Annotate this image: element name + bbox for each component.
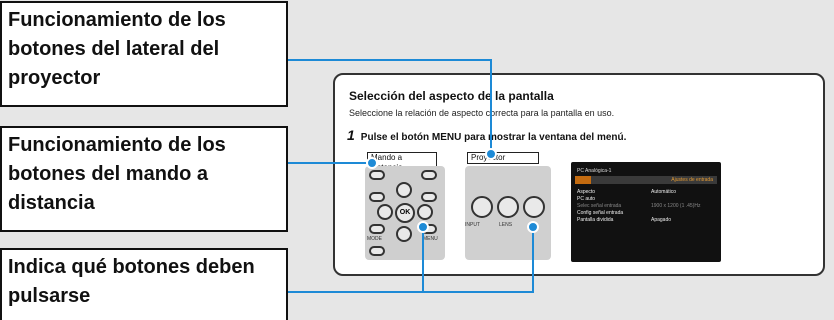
callout-side-buttons: Funcionamiento de los botones del latera… <box>0 1 288 107</box>
input-label: INPUT <box>465 222 480 228</box>
remote-illustration: OK MODE MENU <box>365 166 445 260</box>
connector-line <box>490 59 492 154</box>
connector-line <box>288 291 534 293</box>
menu-row-value: 1900 x 1200 (1 .45)Hz <box>651 203 701 209</box>
remote-button <box>369 246 385 256</box>
step-instruction: 1 Pulse el botón MENU para mostrar la ven… <box>347 127 626 143</box>
step-number: 1 <box>347 127 355 143</box>
input-button <box>471 196 493 218</box>
connector-line <box>532 226 534 292</box>
manual-page-sample: Selección del aspecto de la pantalla Sel… <box>333 73 825 276</box>
right-arrow-button <box>417 204 433 220</box>
connector-dot <box>527 221 539 233</box>
menu-row-value: Apagado <box>651 217 672 223</box>
page-subtitle: Seleccione la relación de aspecto correc… <box>349 108 615 118</box>
left-arrow-button <box>377 204 393 220</box>
menu-row-label: Aspecto <box>577 189 596 195</box>
active-tab-name: Ajustes de entrada <box>671 177 713 183</box>
callout-remote-buttons: Funcionamiento de los botones del mando … <box>0 126 288 232</box>
connector-line <box>422 226 424 292</box>
connector-line <box>288 162 371 164</box>
menu-row-label: PC auto <box>577 196 596 202</box>
remote-button <box>369 170 385 180</box>
projector-menu-button <box>523 196 545 218</box>
callout-which-buttons: Indica qué botones deben pulsarse <box>0 248 288 320</box>
remote-button <box>369 224 385 234</box>
menu-label: MENU <box>423 236 438 242</box>
step-text: Pulse el botón MENU para mostrar la vent… <box>360 132 627 143</box>
menu-tab-bar: Ajustes de entrada <box>575 176 717 184</box>
projector-label: Proyector <box>467 152 539 164</box>
remote-button <box>421 170 437 180</box>
down-arrow-button <box>396 226 412 242</box>
mode-label: MODE <box>367 236 382 242</box>
lens-label: LENS <box>499 222 513 228</box>
up-arrow-button <box>396 182 412 198</box>
remote-button <box>421 192 437 202</box>
connector-dot <box>366 157 378 169</box>
connector-dot <box>485 148 497 160</box>
ok-button: OK <box>395 203 415 223</box>
projector-side-illustration: INPUT LENS <box>465 166 551 260</box>
lens-button <box>497 196 519 218</box>
active-tab-marker <box>575 176 591 184</box>
page-title: Selección del aspecto de la pantalla <box>349 89 554 103</box>
menu-window-title: PC Analógica-1 <box>577 168 612 174</box>
menu-row-label: Selec señal entrada <box>577 203 622 209</box>
menu-row-value: Automático <box>651 189 677 195</box>
connector-line <box>288 59 491 61</box>
connector-dot <box>417 221 429 233</box>
menu-window-preview: PC Analógica-1 Ajustes de entrada Aspect… <box>571 162 721 262</box>
menu-row-label: Config señal entrada <box>577 210 624 216</box>
menu-row-label: Pantalla dividida <box>577 217 614 223</box>
remote-button <box>369 192 385 202</box>
